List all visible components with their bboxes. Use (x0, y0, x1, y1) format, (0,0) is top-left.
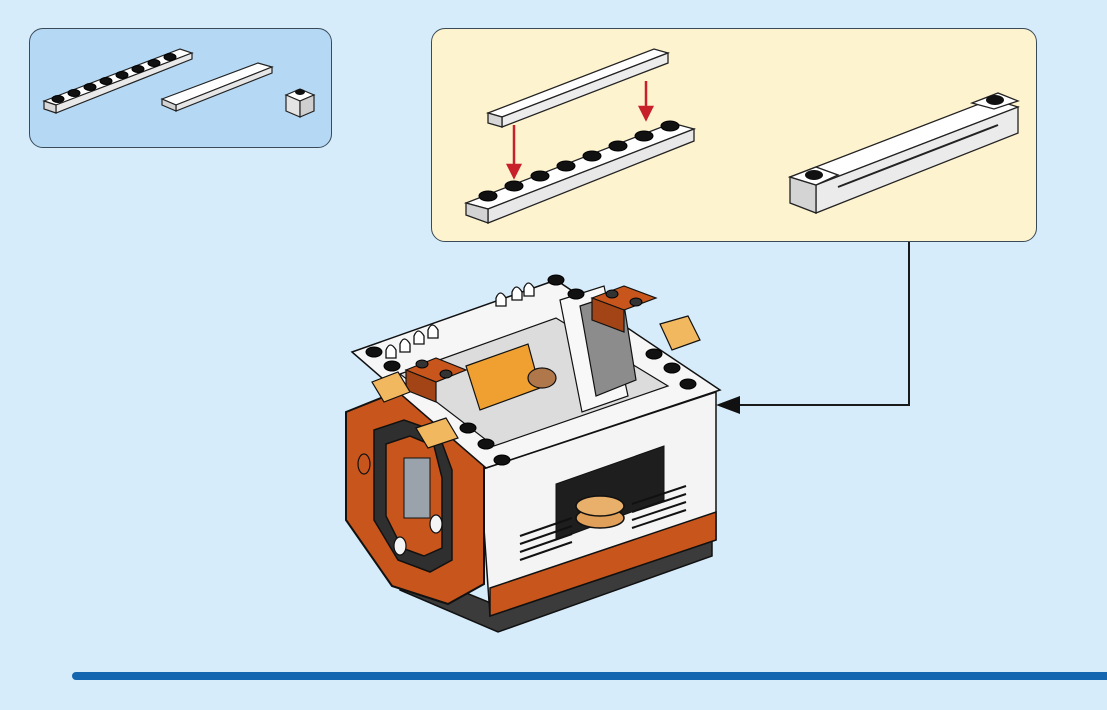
substep-art (432, 29, 1038, 243)
parts-list-art (30, 29, 333, 149)
tile-1x6-part (162, 63, 272, 111)
brick-1x1-part (286, 89, 314, 117)
tile-1x6-floating (488, 49, 668, 127)
substep-result-assembly (790, 93, 1018, 213)
parts-list-panel (29, 28, 332, 148)
plate-1x8-assembly (466, 121, 694, 223)
page-bottom-rule (72, 672, 1107, 680)
substep-panel (431, 28, 1037, 242)
left-arrow-icon (716, 396, 740, 414)
